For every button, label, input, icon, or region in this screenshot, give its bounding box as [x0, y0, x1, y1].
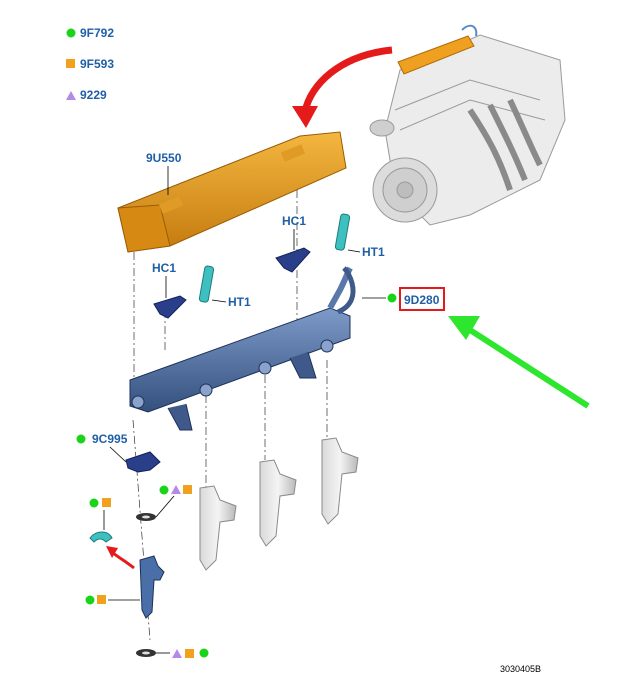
leader-sensor-left: [211, 299, 227, 303]
seal-lower-orange-square-icon: [185, 649, 194, 658]
seal-upper: [136, 513, 156, 521]
leader-seal-upper: [155, 495, 175, 518]
green-pointer-arrow-icon: [448, 316, 590, 409]
figure-id: 3030405B: [500, 664, 541, 674]
label-cover: 9U550: [146, 151, 182, 165]
retaining-clip-right: [275, 247, 311, 273]
label-sensor-right: HT1: [362, 245, 385, 259]
label-bracket: 9C995: [92, 432, 128, 446]
fuel-rail-cover: [117, 131, 347, 253]
pressure-sensor-right: [334, 213, 351, 251]
label-clip-left: HC1: [152, 261, 176, 275]
legend: 9F792 9F593 9229: [66, 26, 114, 102]
clip-orange-square-icon: [102, 498, 111, 507]
engine-illustration: [369, 34, 566, 226]
legend-purple-triangle-icon: [66, 91, 76, 100]
pressure-sensor-left: [198, 265, 215, 303]
label-clip-right: HC1: [282, 214, 306, 228]
legend-code-9229: 9229: [80, 88, 107, 102]
legend-orange-square-icon: [66, 59, 75, 68]
red-small-arrow-icon: [106, 546, 135, 570]
legend-code-9F593: 9F593: [80, 57, 114, 71]
legend-green-circle-icon: [66, 28, 76, 38]
seal-upper-purple-triangle-icon: [171, 485, 181, 494]
injector-retaining-clip: [89, 531, 113, 543]
seal-lower-purple-triangle-icon: [172, 649, 182, 658]
seal-upper-green-circle-icon: [159, 485, 169, 495]
injector-orange-square-icon: [97, 595, 106, 604]
injector-detail: [139, 555, 165, 619]
fuel-injector-1: [199, 485, 237, 571]
injector-green-circle-icon: [85, 595, 95, 605]
seal-lower-green-circle-icon: [199, 648, 209, 658]
fuel-rail-green-circle-icon: [387, 293, 397, 303]
seal-upper-orange-square-icon: [183, 485, 192, 494]
retaining-clip-left: [153, 295, 187, 319]
engine-fuel-rail-highlight: [397, 24, 478, 75]
bracket-green-circle-icon: [76, 434, 86, 444]
label-sensor-left: HT1: [228, 295, 251, 309]
fuel-rail: [129, 266, 356, 431]
legend-code-9F792: 9F792: [80, 26, 114, 40]
red-curved-arrow-icon: [292, 46, 393, 128]
clip-green-circle-icon: [89, 498, 99, 508]
fuel-rail-highlight-box: [399, 287, 445, 311]
injector-bracket: [125, 451, 161, 473]
leader-bracket: [109, 446, 127, 463]
leader-sensor-right: [347, 249, 361, 253]
label-fuel-rail: 9D280: [404, 293, 440, 307]
seal-lower: [136, 649, 156, 657]
fuel-injector-3: [321, 437, 359, 525]
fuel-injector-2: [259, 459, 297, 547]
